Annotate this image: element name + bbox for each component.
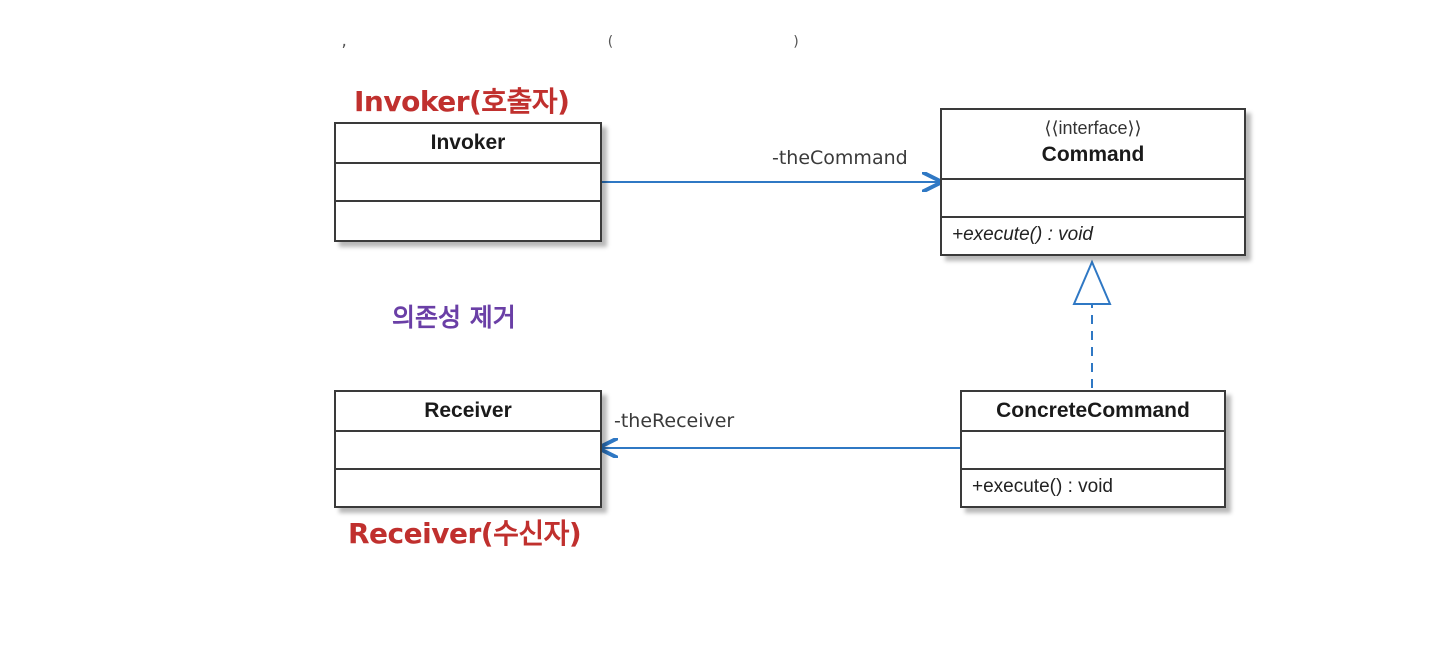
cropped-top-marks: ,	[340, 34, 349, 50]
concrete-command-execute-operation: +execute() : void	[972, 476, 1113, 497]
command-class-box: ⟨⟨interface⟩⟩ Command +execute() : void	[940, 108, 1246, 256]
invoker-operations-section	[336, 202, 600, 240]
the-command-role-label: -theCommand	[772, 147, 908, 169]
receiver-class-box: Receiver	[334, 390, 602, 508]
command-execute-operation: +execute() : void	[952, 224, 1093, 245]
receiver-operations-section	[336, 470, 600, 506]
dependency-removal-note: 의존성 제거	[392, 303, 516, 332]
invoker-attributes-section	[336, 164, 600, 202]
command-operations-section: +execute() : void	[942, 218, 1244, 254]
invoker-caption: Invoker(호출자)	[354, 85, 570, 118]
receiver-attributes-section	[336, 432, 600, 470]
command-stereotype: ⟨⟨interface⟩⟩	[1044, 118, 1142, 138]
concrete-command-operations-section: +execute() : void	[962, 470, 1224, 506]
cropped-top-marks-3: )	[792, 34, 801, 50]
receiver-caption: Receiver(수신자)	[348, 517, 582, 550]
concrete-command-attributes-section	[962, 432, 1224, 470]
concrete-command-class-box: ConcreteCommand +execute() : void	[960, 390, 1226, 508]
receiver-name-section: Receiver	[336, 392, 600, 432]
realization-triangle	[1072, 259, 1112, 305]
invoker-name-section: Invoker	[336, 124, 600, 164]
concrete-command-class-name: ConcreteCommand	[996, 399, 1190, 422]
concrete-command-name-section: ConcreteCommand	[962, 392, 1224, 432]
receiver-class-name: Receiver	[424, 399, 512, 422]
command-name-section: ⟨⟨interface⟩⟩ Command	[942, 110, 1244, 180]
invoker-class-name: Invoker	[430, 131, 506, 154]
cropped-top-marks-2: (	[606, 34, 615, 50]
invoker-class-box: Invoker	[334, 122, 602, 242]
command-class-name: Command	[1041, 143, 1145, 166]
command-attributes-section	[942, 180, 1244, 218]
the-receiver-role-label: -theReceiver	[614, 410, 735, 432]
